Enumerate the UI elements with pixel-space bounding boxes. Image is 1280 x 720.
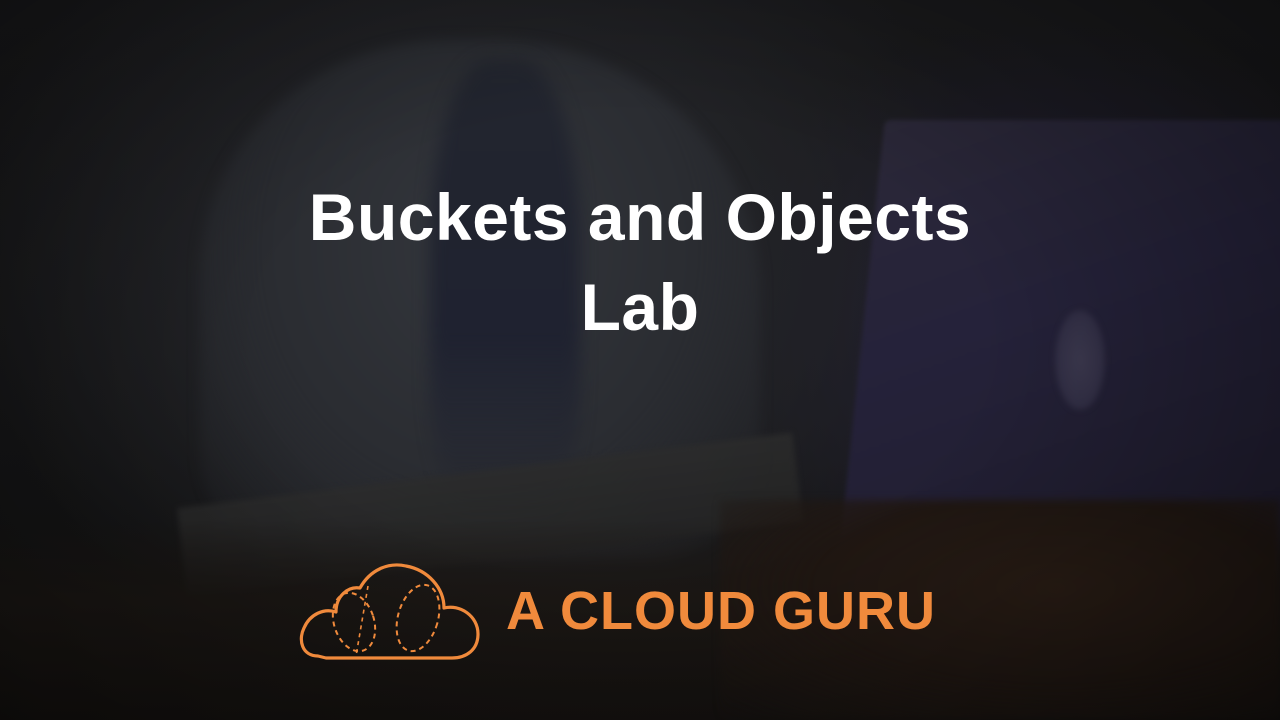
slide-title: Buckets and Objects Lab (240, 172, 1040, 352)
background-table-highlight (720, 500, 1280, 720)
slide-title-line-2: Lab (580, 270, 700, 344)
background-person-tie (430, 60, 580, 520)
background-laptop-logo (1055, 310, 1105, 410)
slide-title-line-1: Buckets and Objects (308, 180, 972, 254)
brand-name: A CLOUD GURU (506, 581, 936, 641)
brand-lockup: A CLOUD GURU (296, 556, 936, 666)
cloud-logo-icon (299, 563, 480, 660)
